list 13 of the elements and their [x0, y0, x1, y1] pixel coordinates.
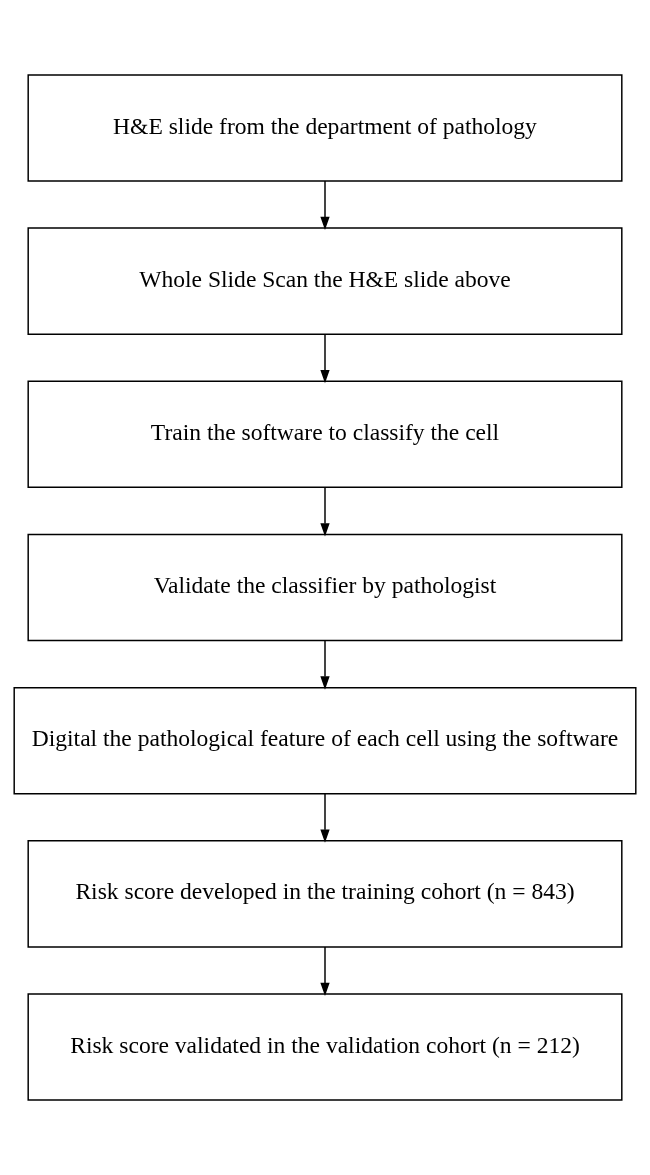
node-box: Digital the pathological feature of each cell using the software [13, 686, 637, 795]
arrow [320, 333, 330, 384]
node-box: Validate the classifier by pathologist [27, 533, 623, 642]
arrow [320, 180, 330, 231]
node-box: H&E slide from the department of pathology [27, 74, 623, 182]
node-box: Risk score developed in the training cohort (n = 843) [27, 840, 623, 948]
arrow [320, 639, 330, 690]
arrow [320, 946, 330, 997]
arrow [320, 486, 330, 537]
node-box: Whole Slide Scan the H&E slide above [27, 227, 623, 335]
node-box: Train the software to classify the cell [27, 380, 623, 489]
arrow [320, 793, 330, 843]
node-box: Risk score validated in the validation cohort (n = 212) [27, 993, 623, 1101]
